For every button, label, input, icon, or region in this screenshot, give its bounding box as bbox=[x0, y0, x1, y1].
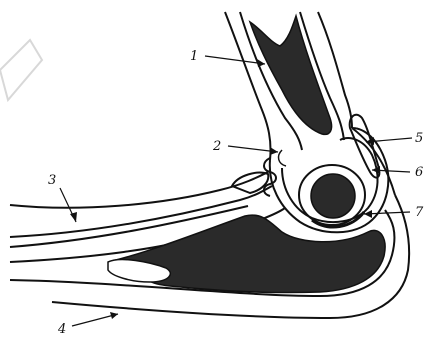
label-5: 5 bbox=[415, 131, 423, 146]
arrowhead-2 bbox=[270, 147, 278, 155]
arrowhead-1 bbox=[257, 59, 265, 67]
synovial-fold-2 bbox=[279, 150, 286, 166]
humeral-condyle bbox=[311, 174, 355, 218]
label-3: 3 bbox=[48, 173, 56, 188]
label-4: 4 bbox=[57, 322, 66, 337]
label-1: 1 bbox=[190, 49, 198, 64]
label-2: 2 bbox=[212, 139, 221, 154]
label-7: 7 bbox=[415, 205, 424, 220]
watermark-stroke bbox=[0, 40, 42, 100]
label-6: 6 bbox=[415, 165, 423, 180]
arrowhead-3 bbox=[70, 212, 77, 222]
arrowhead-4 bbox=[110, 312, 118, 319]
